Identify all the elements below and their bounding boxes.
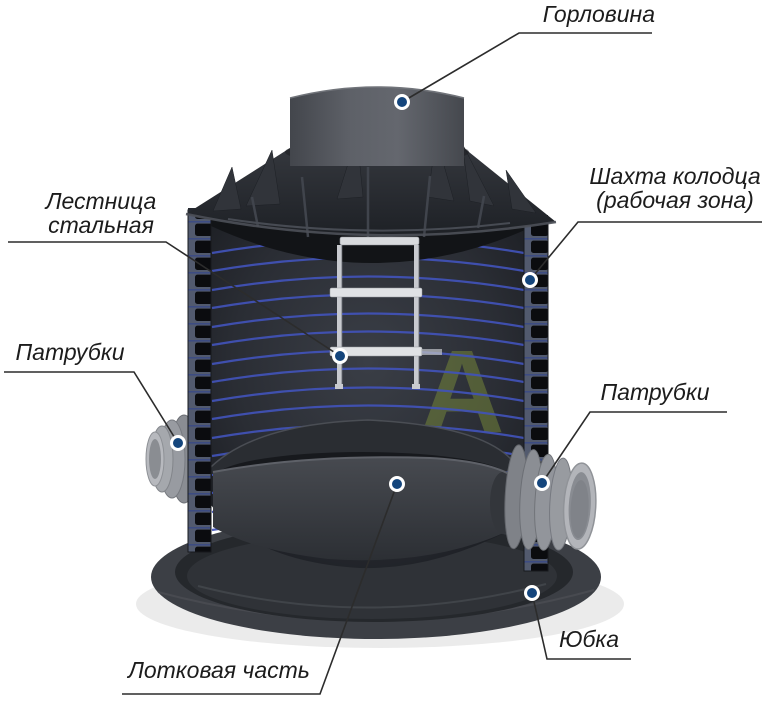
- leader-lotkovaya: [122, 483, 398, 695]
- label-shakhta: Шахта колодца (рабочая зона): [586, 163, 764, 213]
- leader-patrubki-left: [4, 371, 179, 444]
- neck: [289, 86, 465, 166]
- label-patrubki-right: Патрубки: [600, 379, 710, 405]
- marker-gorlovina: [394, 94, 410, 110]
- leader-shakhta: [529, 221, 762, 281]
- label-lestnitsa-line1: Лестница: [45, 188, 157, 214]
- marker-patrubki-right: [534, 475, 550, 491]
- label-yubka: Юбка: [558, 626, 620, 652]
- label-shakhta-line2: (рабочая зона): [596, 186, 754, 213]
- marker-lotkovaya: [389, 476, 405, 492]
- leader-patrubki-right: [541, 411, 727, 484]
- ladder: [329, 236, 442, 389]
- leader-gorlovina: [401, 32, 652, 103]
- marker-lestnitsa: [332, 348, 348, 364]
- label-gorlovina: Горловина: [542, 1, 655, 27]
- leader-yubka: [531, 592, 631, 660]
- marker-yubka: [524, 585, 540, 601]
- marker-shakhta: [522, 272, 538, 288]
- label-lestnitsa-line2: стальная: [48, 211, 154, 238]
- label-lotkovaya: Лотковая часть: [128, 657, 310, 683]
- tray: [205, 419, 519, 561]
- label-shakhta-line1: Шахта колодца: [589, 163, 761, 189]
- label-lestnitsa: Лестница стальная: [26, 188, 176, 238]
- marker-patrubki-left: [170, 435, 186, 451]
- leader-lestnitsa: [8, 241, 341, 357]
- label-patrubki-left: Патрубки: [15, 339, 125, 365]
- callouts: [4, 32, 762, 695]
- pipe-right: [504, 444, 597, 551]
